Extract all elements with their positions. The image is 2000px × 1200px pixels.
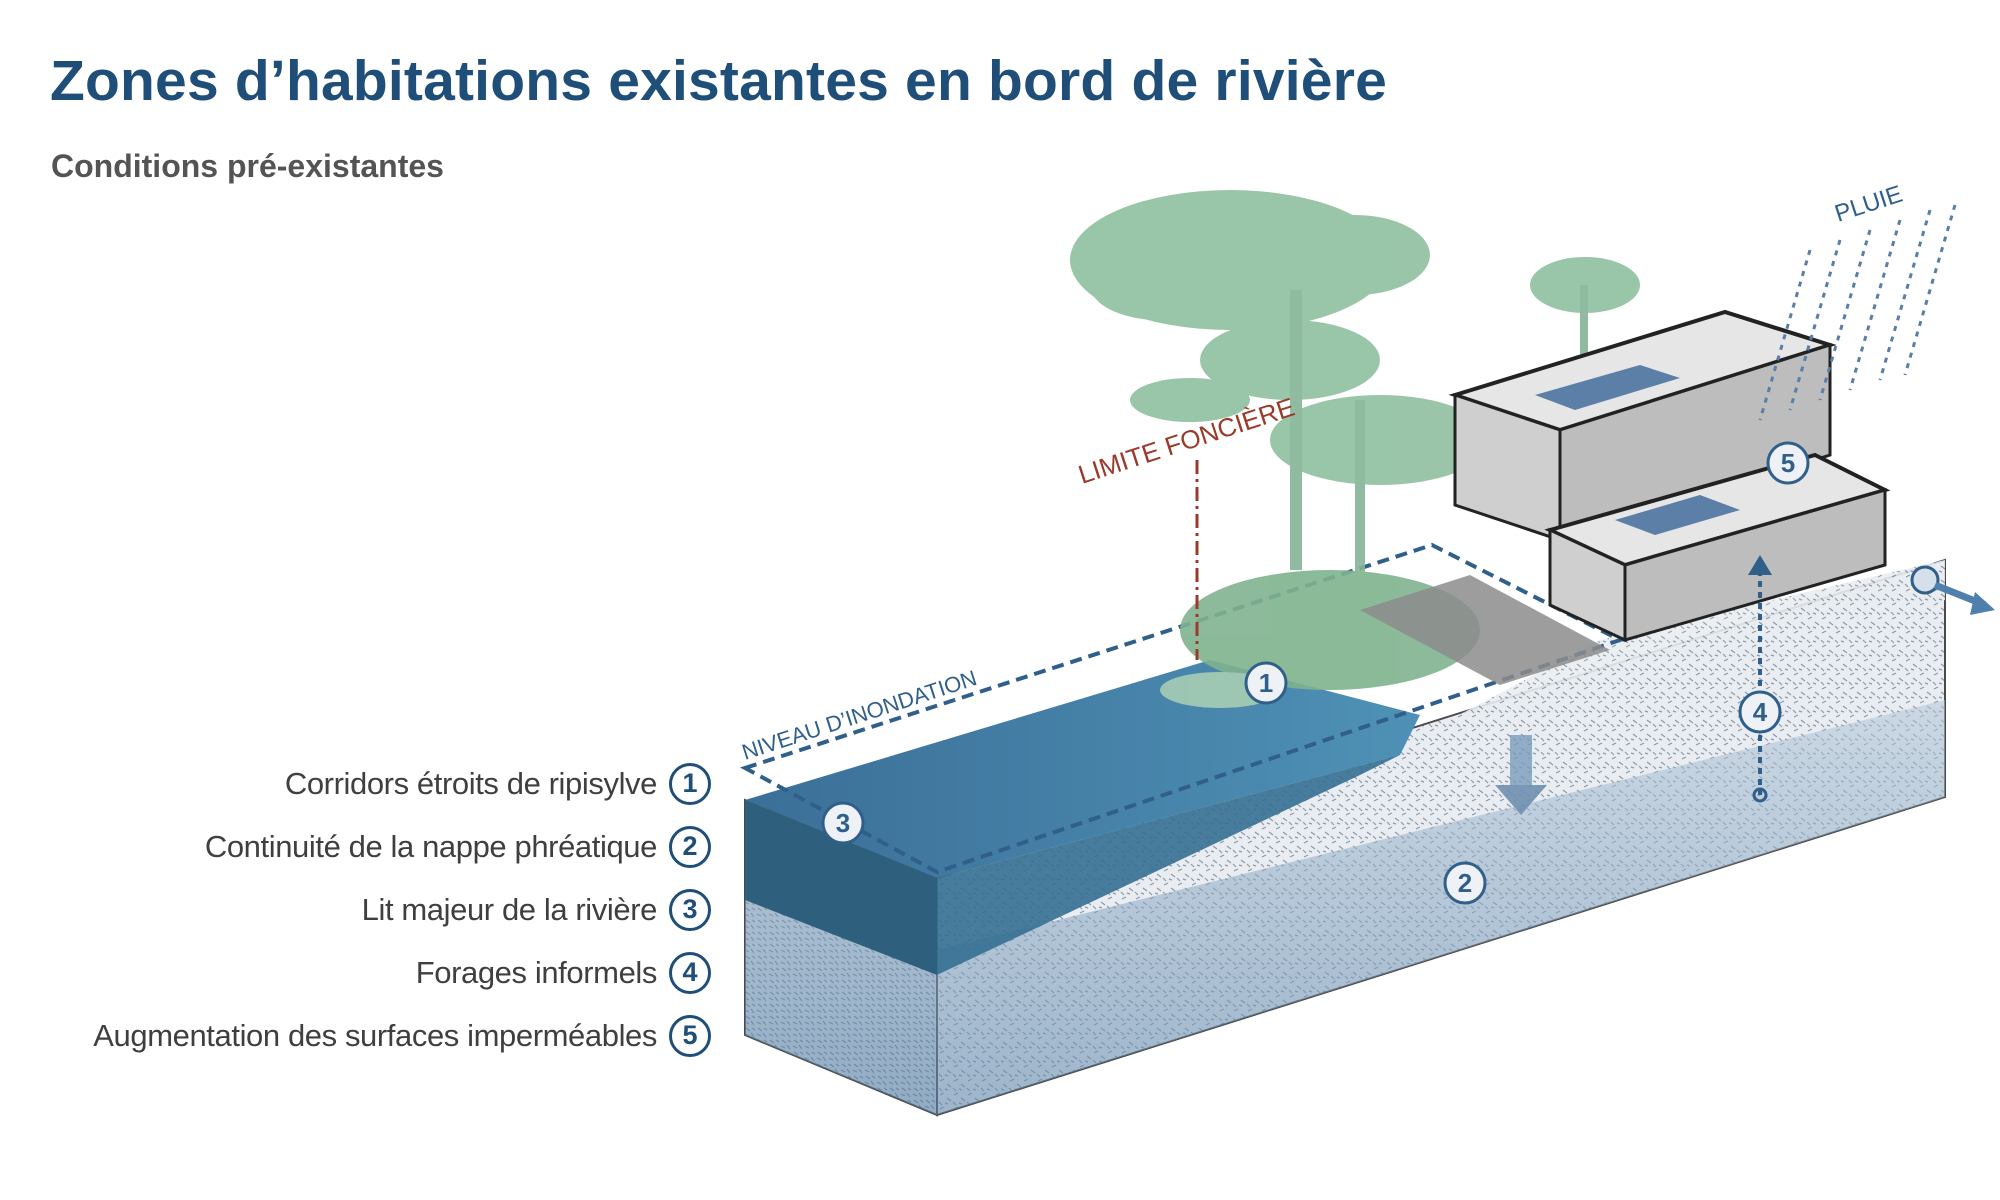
bank-slope	[937, 560, 1945, 878]
legend-badge-1: 1	[669, 762, 711, 805]
legend-item-5: Augmentation des surfaces imperméables 5	[11, 1004, 711, 1067]
vegetation	[1070, 190, 1640, 708]
legend-item-4: Forages informels 4	[11, 941, 711, 1004]
page-subtitle: Conditions pré-existantes	[51, 148, 444, 184]
marker-2: 2	[1443, 861, 1487, 905]
marker-5: 5	[1766, 441, 1810, 485]
borehole-bottom	[1752, 787, 1768, 803]
legend-badge-4: 4	[669, 951, 711, 994]
rain-streak	[1788, 239, 1842, 411]
legend-badge-5: 5	[669, 1014, 711, 1057]
marker-1-number: 1	[1259, 668, 1273, 698]
outflow-arrowhead	[1970, 592, 1995, 615]
rain	[1758, 204, 1957, 421]
legend-item-3: Lit majeur de la rivière 3	[11, 878, 711, 941]
rain-streak	[1878, 209, 1932, 381]
infiltration-shaft	[1510, 735, 1532, 785]
marker-2-circle	[1443, 861, 1487, 905]
tree-trunk-2	[1355, 400, 1365, 580]
groundwater-layer	[745, 700, 1945, 1115]
marker-3-circle	[821, 801, 865, 845]
paved-yard	[1360, 575, 1610, 685]
rain-streak	[1903, 204, 1957, 376]
river-water	[745, 660, 1420, 975]
drain-pipe	[1910, 565, 1940, 595]
tree-trunk	[1290, 290, 1302, 570]
marker-1-circle	[1244, 661, 1288, 705]
legend-label-3: Lit majeur de la rivière	[361, 891, 658, 927]
rain-streak	[1848, 219, 1902, 391]
borehole-arrowhead	[1748, 555, 1772, 575]
solar-panel-2	[1615, 495, 1740, 535]
tree-canopy-low	[1270, 395, 1490, 485]
rain-label: PLUIE	[1832, 181, 1906, 228]
marker-2-number: 2	[1458, 868, 1472, 898]
marker-4: 4	[1738, 690, 1782, 734]
legend-badge-2: 2	[669, 825, 711, 868]
rain-streak	[1758, 249, 1812, 421]
marker-3-number: 3	[836, 808, 850, 838]
legend-label-2: Continuité de la nappe phréatique	[204, 828, 658, 864]
tree-canopy-left	[1090, 250, 1230, 320]
water-side-face	[937, 755, 1400, 975]
water-surface	[745, 660, 1420, 878]
rain-streak	[1818, 229, 1872, 401]
tree-canopy-right	[1280, 215, 1430, 295]
legend-label-5: Augmentation des surfaces imperméables	[93, 1017, 657, 1053]
marker-5-circle	[1766, 441, 1810, 485]
legend-label-4: Forages informels	[415, 954, 658, 990]
page-title: Zones d’habitations existantes en bord d…	[50, 49, 1387, 113]
legend-item-1: Corridors étroits de ripisylve 1	[11, 752, 711, 815]
legend-item-2: Continuité de la nappe phréatique 2	[11, 815, 711, 878]
marker-4-circle	[1738, 690, 1782, 734]
marker-5-number: 5	[1781, 448, 1795, 478]
marker-4-number: 4	[1753, 697, 1768, 727]
legend-badge-3: 3	[669, 888, 711, 931]
marker-3: 3	[821, 801, 865, 845]
house-back-side	[1558, 342, 1832, 543]
infiltration-arrowhead	[1495, 785, 1547, 815]
solar-panel-1	[1535, 365, 1680, 410]
palm-crown-2	[1130, 378, 1250, 422]
water-front-face	[745, 800, 937, 975]
legend-label-1: Corridors étroits de ripisylve	[284, 765, 658, 801]
marker-1: 1	[1244, 661, 1288, 705]
legend: Corridors étroits de ripisylve 1 Continu…	[11, 752, 711, 1067]
